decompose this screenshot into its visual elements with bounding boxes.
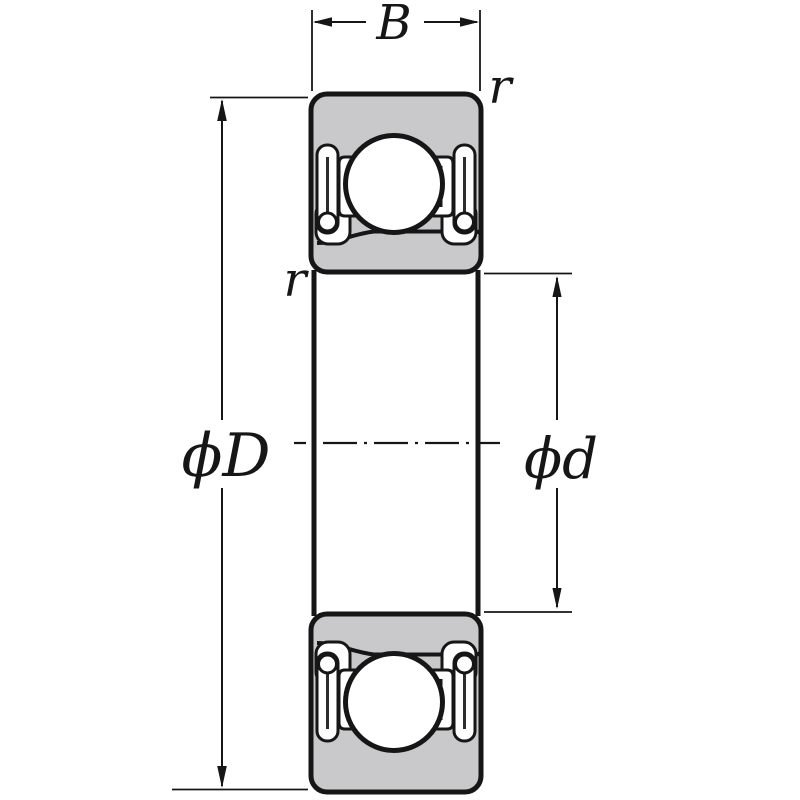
width-label: B — [375, 0, 411, 51]
radius-label-mid-left: r — [284, 252, 310, 308]
bore-diameter-label: ϕd — [524, 427, 598, 492]
dimension-width-B: B — [311, 0, 481, 91]
dimension-bore-diameter: ϕd — [484, 272, 598, 613]
bearing-body — [294, 94, 500, 792]
arrowhead-up — [552, 276, 562, 297]
arrowhead-right — [460, 17, 479, 27]
arrowhead-down — [552, 588, 562, 609]
arrowhead-left — [313, 17, 332, 27]
arrowhead-up — [217, 99, 227, 121]
dimension-outer-diameter: ϕD — [172, 96, 308, 791]
bearing-lower-section — [311, 614, 481, 792]
radius-label-top-right: r — [489, 59, 515, 115]
bearing-upper-section — [311, 94, 481, 272]
outer-diameter-label: ϕD — [181, 421, 270, 491]
arrowhead-down — [217, 766, 227, 788]
